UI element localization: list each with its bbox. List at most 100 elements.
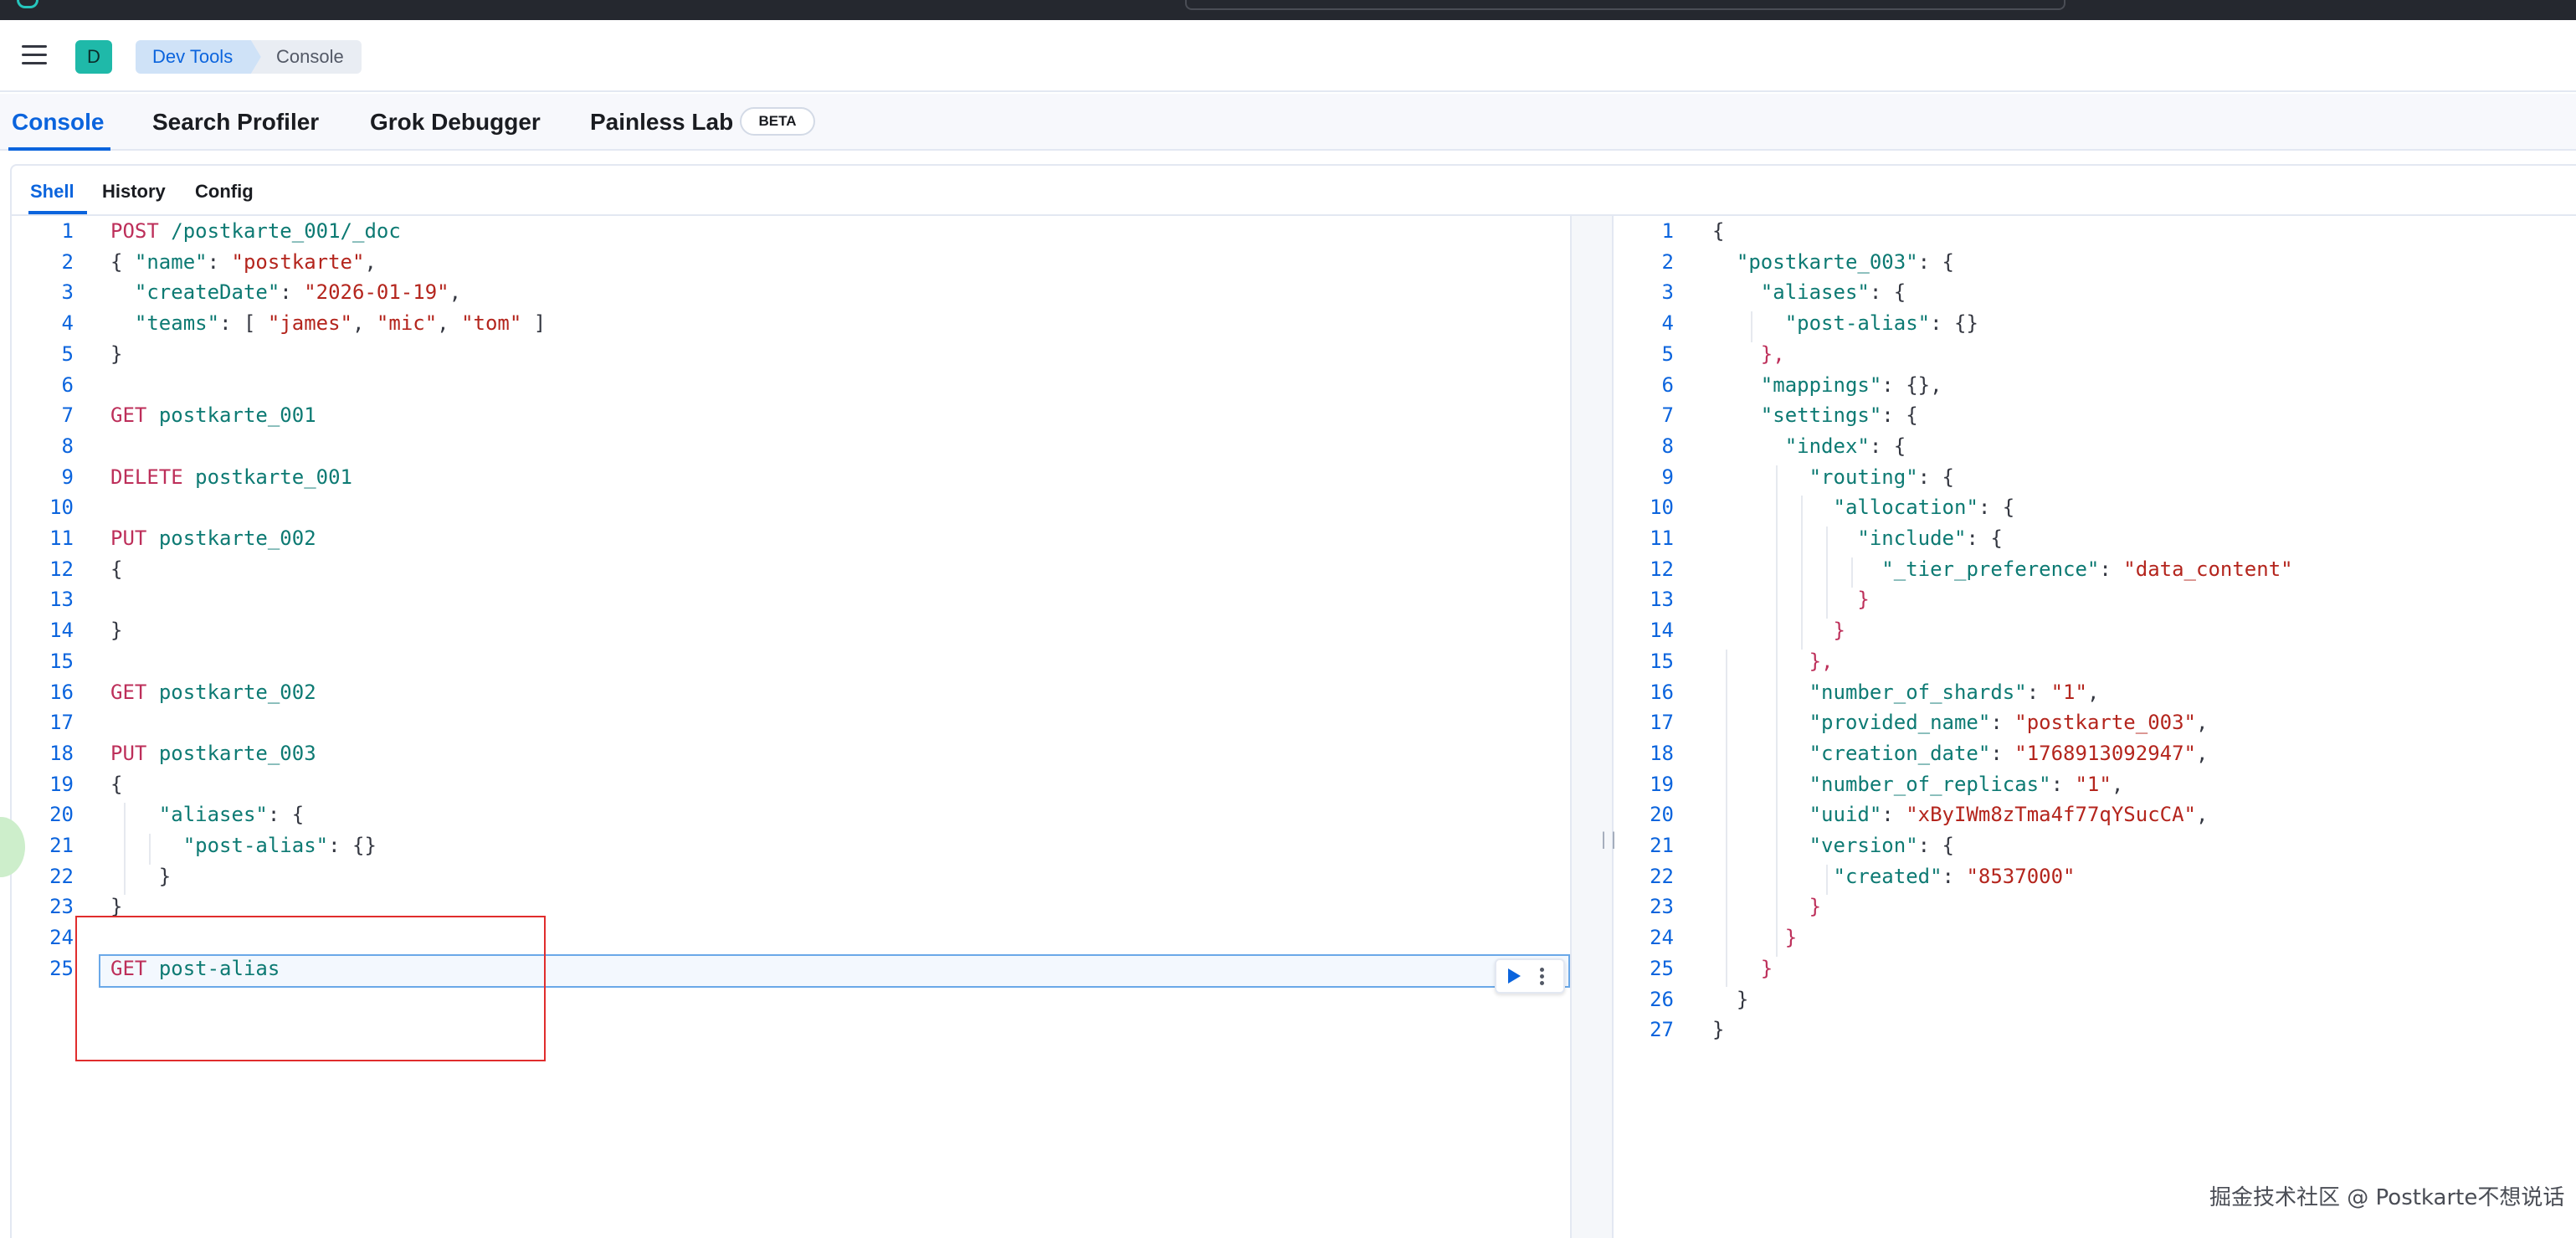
indent-guide <box>124 803 126 896</box>
code-line: } <box>110 619 123 643</box>
active-request-highlight <box>99 954 1570 988</box>
code-line: GET postkarte_001 <box>110 403 316 428</box>
line-number: 25 <box>1650 956 1674 980</box>
global-search-input[interactable] <box>1185 0 2065 10</box>
code-line: } <box>1833 619 1845 643</box>
code-line: "postkarte_003": { <box>1736 249 1955 274</box>
line-number: 16 <box>1650 680 1674 704</box>
kebab-icon[interactable] <box>1540 968 1545 986</box>
code-line: "version": { <box>1809 834 1954 857</box>
indent-guide <box>1826 527 1828 619</box>
code-line: } <box>110 342 123 366</box>
subtab-config[interactable]: Config <box>195 181 254 202</box>
line-number: 22 <box>1650 864 1674 888</box>
code-line: } <box>110 895 123 919</box>
line-number: 10 <box>1650 496 1674 520</box>
indent-guide <box>1776 465 1778 957</box>
code-line: PUT postkarte_003 <box>110 741 316 765</box>
annotation-highlight-box <box>75 916 546 1061</box>
code-line: } <box>1760 956 1773 980</box>
console-panel: Shell History Config <box>10 164 2576 1238</box>
line-number: 18 <box>1650 741 1674 765</box>
line-number: 12 <box>49 557 74 581</box>
code-line: "aliases": { <box>158 803 305 827</box>
tab-console[interactable]: Console <box>12 109 105 135</box>
code-line: "mappings": {}, <box>1760 372 1942 397</box>
code-line: "uuid": "xByIWm8zTma4f77qYSucCA", <box>1809 803 2209 827</box>
subtab-shell[interactable]: Shell <box>30 181 74 202</box>
beta-badge: BETA <box>740 107 815 136</box>
code-line: "post-alias": {} <box>182 834 377 857</box>
code-line: "aliases": { <box>1760 280 1906 305</box>
code-line: "provided_name": "postkarte_003", <box>1809 711 2209 735</box>
line-number: 11 <box>49 527 74 550</box>
code-line: "include": { <box>1857 527 2003 550</box>
code-line: POST /postkarte_001/_doc <box>110 219 401 243</box>
line-number: 3 <box>1661 280 1674 305</box>
line-number: 10 <box>49 496 74 520</box>
line-number: 20 <box>1650 803 1674 827</box>
line-number: 14 <box>1650 619 1674 643</box>
line-number: 2 <box>1661 249 1674 274</box>
code-line: }, <box>1760 342 1785 366</box>
line-number: 17 <box>1650 711 1674 735</box>
line-number: 14 <box>49 619 74 643</box>
indent-guide <box>149 834 151 865</box>
code-line: "post-alias": {} <box>1784 311 1978 336</box>
code-line: "_tier_preference": "data_content" <box>1881 557 2293 581</box>
line-number: 7 <box>1661 403 1674 428</box>
code-line: PUT postkarte_002 <box>110 527 316 550</box>
line-number: 4 <box>1661 311 1674 336</box>
code-line: "index": { <box>1784 434 1906 458</box>
line-number: 15 <box>1650 649 1674 673</box>
code-line: "routing": { <box>1809 465 1954 489</box>
line-number: 21 <box>49 834 74 857</box>
line-number: 1 <box>61 219 74 243</box>
code-line: } <box>1784 926 1798 950</box>
code-line: } <box>1712 987 1749 1011</box>
indent-guide <box>1726 649 1727 988</box>
subtab-history[interactable]: History <box>102 181 166 202</box>
code-line: { <box>110 557 123 581</box>
line-number: 27 <box>1650 1018 1674 1042</box>
line-number: 9 <box>1661 465 1674 489</box>
line-number: 13 <box>1650 588 1674 612</box>
line-number: 24 <box>1650 926 1674 950</box>
editor-resizer[interactable] <box>1570 216 1614 1238</box>
line-number: 2 <box>61 249 74 274</box>
resize-handle-icon[interactable]: || <box>1598 829 1619 849</box>
code-line: { <box>110 772 123 796</box>
line-number: 26 <box>1650 987 1674 1011</box>
play-icon[interactable] <box>1508 968 1521 984</box>
line-number: 5 <box>1661 342 1674 366</box>
line-number: 23 <box>49 895 74 919</box>
line-number: 7 <box>61 403 74 428</box>
line-number: 15 <box>49 649 74 673</box>
request-actions <box>1495 958 1565 994</box>
indent-guide <box>1751 311 1752 342</box>
space-avatar[interactable]: D <box>75 40 112 74</box>
line-number: 16 <box>49 680 74 704</box>
tab-grok-debugger[interactable]: Grok Debugger <box>370 109 541 135</box>
line-number: 4 <box>61 311 74 336</box>
breadcrumb-dev-tools[interactable]: Dev Tools <box>136 40 261 74</box>
top-system-bar <box>0 0 2576 20</box>
code-line: "createDate": "2026-01-19", <box>134 280 462 305</box>
line-number: 12 <box>1650 557 1674 581</box>
tab-search-profiler[interactable]: Search Profiler <box>152 109 320 135</box>
line-number: 8 <box>1661 434 1674 458</box>
panel-divider <box>12 214 2576 216</box>
code-line: "created": "8537000" <box>1833 864 2076 888</box>
line-number: 25 <box>49 956 74 980</box>
code-line: { "name": "postkarte", <box>110 249 377 274</box>
line-number: 17 <box>49 711 74 735</box>
code-line: "number_of_replicas": "1", <box>1809 772 2124 796</box>
line-number: 6 <box>1661 372 1674 397</box>
line-number: 22 <box>49 864 74 888</box>
hamburger-icon[interactable] <box>22 45 49 67</box>
tab-painless-lab[interactable]: Painless Lab <box>590 109 734 135</box>
indent-guide <box>1851 557 1853 588</box>
code-line: "number_of_shards": "1", <box>1809 680 2100 704</box>
code-line: "creation_date": "1768913092947", <box>1809 741 2209 765</box>
code-line: GET post-alias <box>110 956 280 980</box>
